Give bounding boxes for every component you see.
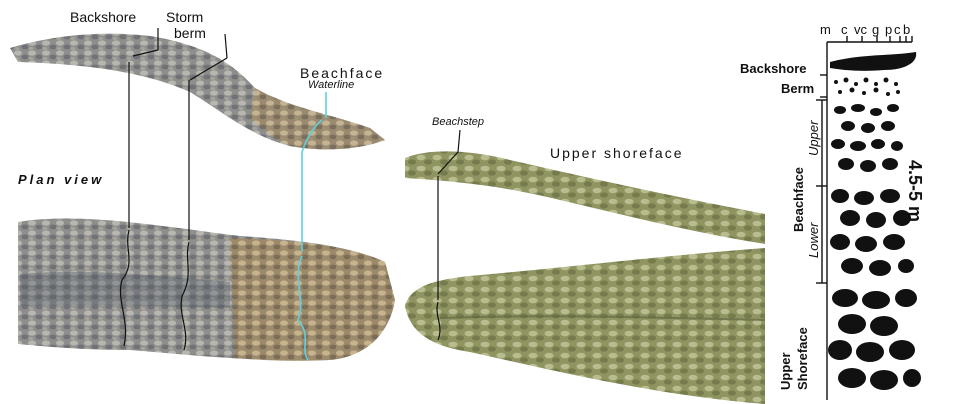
grain-scale-vc: vc: [854, 23, 867, 36]
log-upper-shoreface-label-1: Upper: [779, 352, 792, 390]
beachface-label: Beachface: [300, 66, 384, 80]
grain-scale-p: p: [885, 23, 892, 36]
waterline-label: Waterline: [308, 80, 354, 91]
beachstep-label: Beachstep: [432, 117, 484, 128]
berm-label: berm: [174, 26, 206, 40]
grain-scale-g: g: [872, 23, 879, 36]
grain-scale-b: b: [903, 23, 910, 36]
grain-scale-m: m: [820, 23, 831, 36]
log-thickness-label: 4.5-5 m: [906, 160, 924, 222]
upper-shoreface-label: Upper shoreface: [550, 146, 684, 160]
plan-view-model-right: [405, 248, 765, 404]
log-berm-label: Berm: [781, 82, 814, 95]
log-backshore-label: Backshore: [740, 62, 806, 75]
log-beachface-label: Beachface: [792, 167, 805, 232]
log-upper-label: Upper: [807, 121, 820, 156]
oblique-model-left: [10, 34, 385, 150]
storm-label: Storm: [166, 10, 203, 24]
plan-view-model: [18, 219, 395, 361]
log-lower-label: Lower: [807, 223, 820, 258]
plan-view-label: Plan view: [18, 173, 104, 186]
oblique-model-right: [405, 151, 765, 244]
backshore-label: Backshore: [70, 10, 136, 24]
grain-scale-c2: c: [894, 23, 901, 36]
log-upper-shoreface-label-2: Shoreface: [796, 327, 809, 390]
grain-scale-c: c: [841, 23, 848, 36]
